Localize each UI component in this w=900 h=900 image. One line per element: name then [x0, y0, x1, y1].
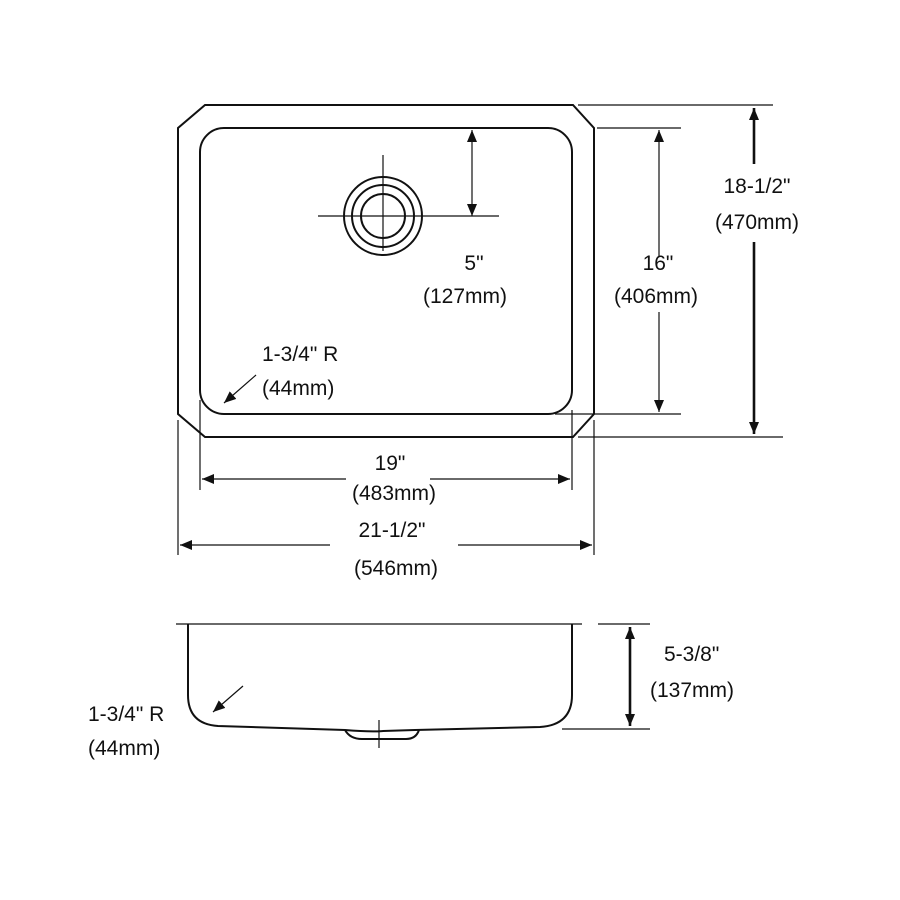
bowl-length-mm: (406mm): [614, 285, 698, 308]
drain-outlet: [318, 155, 499, 256]
overall-length-mm: (470mm): [715, 211, 799, 234]
side-corner-radius-mm: (44mm): [88, 737, 160, 760]
depth-dimension: 5-3/8" (137mm): [562, 623, 734, 730]
sink-bowl-outline: [199, 127, 573, 415]
bowl-width-in: 19": [375, 452, 406, 475]
overall-width-mm: (546mm): [354, 557, 438, 580]
side-bowl-profile: [187, 624, 573, 733]
depth-in: 5-3/8": [664, 643, 719, 666]
bowl-width-mm: (483mm): [352, 482, 436, 505]
top-corner-radius-in: 1-3/4" R: [262, 343, 338, 366]
sink-outer-flange: [177, 104, 595, 438]
overall-width-dimension: 21-1/2" (546mm): [177, 420, 595, 580]
bowl-length-in: 16": [643, 252, 674, 275]
side-corner-radius-callout: 1-3/4" R (44mm): [88, 685, 244, 760]
depth-mm: (137mm): [650, 679, 734, 702]
top-view: 5" (127mm) 16" (406mm) 18-1/2" (470mm) 1…: [177, 104, 799, 580]
top-corner-radius-callout: 1-3/4" R (44mm): [223, 343, 338, 404]
drain-offset-mm: (127mm): [423, 285, 507, 308]
overall-length-dimension: 18-1/2" (470mm): [578, 104, 799, 438]
side-corner-radius-in: 1-3/4" R: [88, 703, 164, 726]
bowl-length-dimension: 16" (406mm): [555, 127, 698, 415]
side-view: 5-3/8" (137mm) 1-3/4" R (44mm): [88, 623, 734, 760]
drain-offset-dimension: 5" (127mm): [423, 130, 507, 308]
top-corner-radius-mm: (44mm): [262, 377, 334, 400]
overall-length-in: 18-1/2": [724, 175, 791, 198]
drain-offset-in: 5": [464, 252, 483, 275]
side-drain-tail: [344, 729, 420, 740]
bowl-width-dimension: 19" (483mm): [199, 400, 573, 505]
overall-width-in: 21-1/2": [359, 519, 426, 542]
